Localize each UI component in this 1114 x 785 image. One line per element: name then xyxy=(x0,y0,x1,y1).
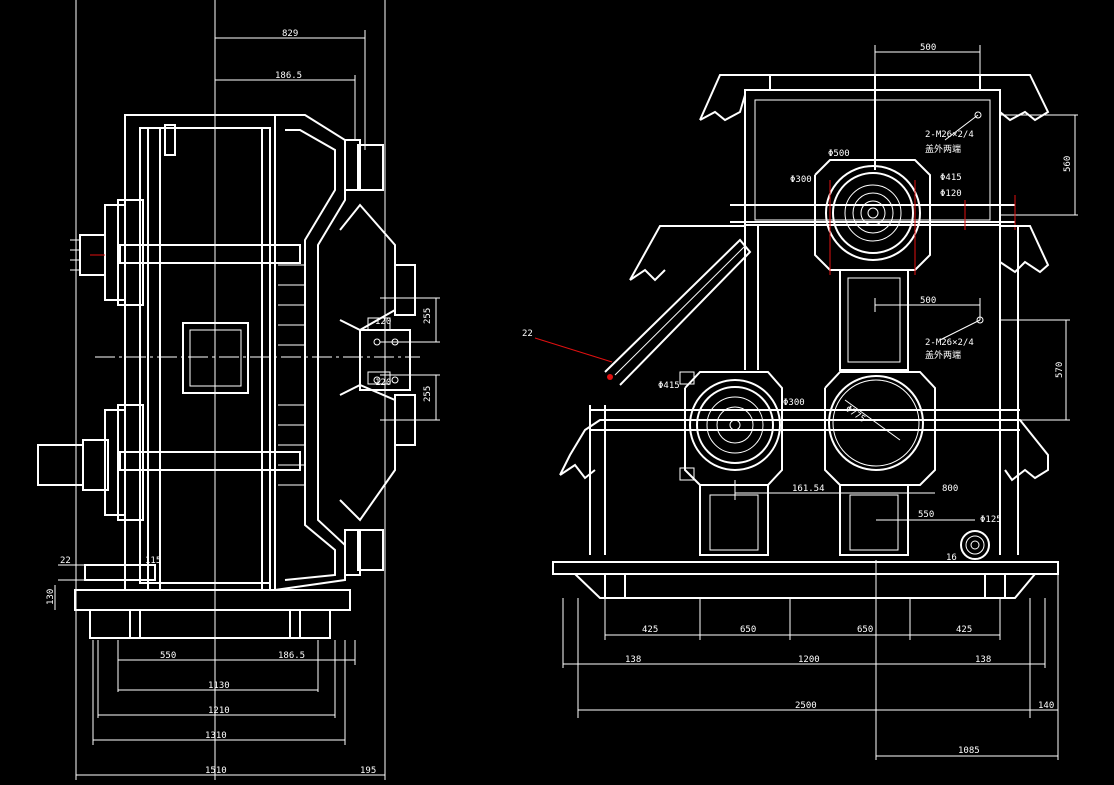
side-right-bearing-lower xyxy=(344,529,361,576)
front-upper-gear-mid xyxy=(832,172,914,254)
front-base-row1-3: 425 xyxy=(956,625,972,635)
side-dim-bolt-1: 120 xyxy=(375,317,391,327)
front-dim-mid-1: 500 xyxy=(920,296,936,306)
side-gear-lower xyxy=(339,383,396,522)
front-mid-cap-left-hook xyxy=(629,268,666,282)
front-lower-gear-right-outer xyxy=(828,375,924,471)
front-red-leader xyxy=(534,337,613,363)
side-dim-bottom-b: 186.5 xyxy=(278,651,305,661)
front-base-row2-2: 138 xyxy=(975,655,991,665)
side-base-plate xyxy=(74,589,351,611)
side-dim-top1: 829 xyxy=(282,29,298,39)
side-dim-bottom-a: 550 xyxy=(160,651,176,661)
front-dia-lower-c: Φ775 xyxy=(843,404,867,425)
side-inspection-window xyxy=(182,322,249,394)
front-base-overall: 2500 xyxy=(795,701,817,711)
side-dim-bottom-d: 1210 xyxy=(208,706,230,716)
front-dim-bottom-c: 550 xyxy=(918,510,934,520)
side-lower-shaft xyxy=(119,451,301,471)
front-dia-lower-b: Φ300 xyxy=(783,398,805,408)
front-tap-lower-1: 2-M26×2/4 xyxy=(925,338,974,348)
side-inspection-window-inner xyxy=(189,329,242,387)
side-base-foot xyxy=(89,609,331,639)
front-top-cap-left xyxy=(699,94,746,122)
side-output-hub xyxy=(82,439,109,491)
side-dim-bottom-c: 1130 xyxy=(208,681,230,691)
front-tap-upper-1: 2-M26×2/4 xyxy=(925,130,974,140)
front-tap-lower-2: 盖外两端 xyxy=(925,349,961,361)
front-lower-bearing-block-left xyxy=(684,371,783,486)
side-dim-bottom-e: 1310 xyxy=(205,731,227,741)
side-flange-upper xyxy=(394,264,416,316)
front-upper-bearing-block xyxy=(814,159,931,271)
side-right-bearing-upper xyxy=(344,139,361,191)
front-leader-label: 22 xyxy=(522,329,533,339)
side-upper-shaft xyxy=(119,244,301,264)
front-base-plate xyxy=(552,561,1059,575)
side-right-cap-lower xyxy=(357,529,384,571)
side-upper-bearing-left xyxy=(104,204,126,301)
side-housing-right-inner xyxy=(284,129,336,581)
side-bolt-rect xyxy=(84,564,156,581)
front-base-right-ext: 140 xyxy=(1038,701,1054,711)
front-base-row1-0: 425 xyxy=(642,625,658,635)
front-dia-upper-c: Φ415 xyxy=(940,173,962,183)
side-dim-bottom-g: 195 xyxy=(360,766,376,776)
side-upper-bearing-left-2 xyxy=(117,199,144,306)
front-base-foot xyxy=(574,573,1036,599)
front-upper-gear-outer xyxy=(825,165,921,261)
front-base-row1-1: 650 xyxy=(740,625,756,635)
front-base-row2-0: 138 xyxy=(625,655,641,665)
side-lower-bearing-left xyxy=(104,409,126,516)
front-dia-small: Φ125 xyxy=(980,515,1002,525)
side-dim-bolt-2: 120 xyxy=(375,378,391,388)
side-lower-bearing-left-2 xyxy=(117,404,144,521)
front-dia-upper-a: Φ500 xyxy=(828,149,850,159)
side-gear-upper xyxy=(339,203,396,332)
front-lower-bearing-block-right xyxy=(824,371,936,486)
front-dim-mid-2: 570 xyxy=(1055,362,1065,378)
front-base-bottom: 1085 xyxy=(958,746,980,756)
side-dim-right-2: 255 xyxy=(423,386,433,402)
front-dim-bottom-b: 800 xyxy=(942,484,958,494)
side-dim-left-2: 130 xyxy=(46,589,56,605)
side-view: 829 186.5 xyxy=(37,0,440,780)
front-base-row2-1: 1200 xyxy=(798,655,820,665)
front-small-label: 16 xyxy=(946,553,957,563)
front-dia-upper-b: Φ300 xyxy=(790,175,812,185)
front-dia-upper-d: Φ120 xyxy=(940,189,962,199)
side-right-cap-upper xyxy=(357,144,384,191)
front-brace-red-dot xyxy=(607,374,613,380)
front-support-left xyxy=(699,484,769,556)
side-dim-right-1: 255 xyxy=(423,308,433,324)
front-dia-lower-a: Φ415 xyxy=(658,381,680,391)
side-dim-bottom-f: 1510 xyxy=(205,766,227,776)
front-base-row1-2: 650 xyxy=(857,625,873,635)
front-dim-top-2: 560 xyxy=(1063,156,1073,172)
front-drain-plug xyxy=(960,530,990,560)
front-dim-top-1: 500 xyxy=(920,43,936,53)
side-dim-left-1: 22 xyxy=(60,556,71,566)
front-lower-housing-top xyxy=(559,419,1049,482)
front-center-column xyxy=(839,269,909,371)
front-tap-upper-2: 盖外两端 xyxy=(925,143,961,155)
front-lower-gear-left-outer xyxy=(689,379,781,471)
side-dim-top2: 186.5 xyxy=(275,71,302,81)
front-view: 500 560 2-M26×2/4 盖外两端 Φ500 Φ300 Φ415 Φ1… xyxy=(522,43,1078,760)
front-dim-bottom-a: 161.54 xyxy=(792,484,825,494)
side-dim-left-3: 115 xyxy=(145,556,161,566)
front-mid-cap-left xyxy=(629,225,745,281)
front-mid-cap-right xyxy=(999,225,1050,274)
side-bolt-top xyxy=(164,124,176,156)
